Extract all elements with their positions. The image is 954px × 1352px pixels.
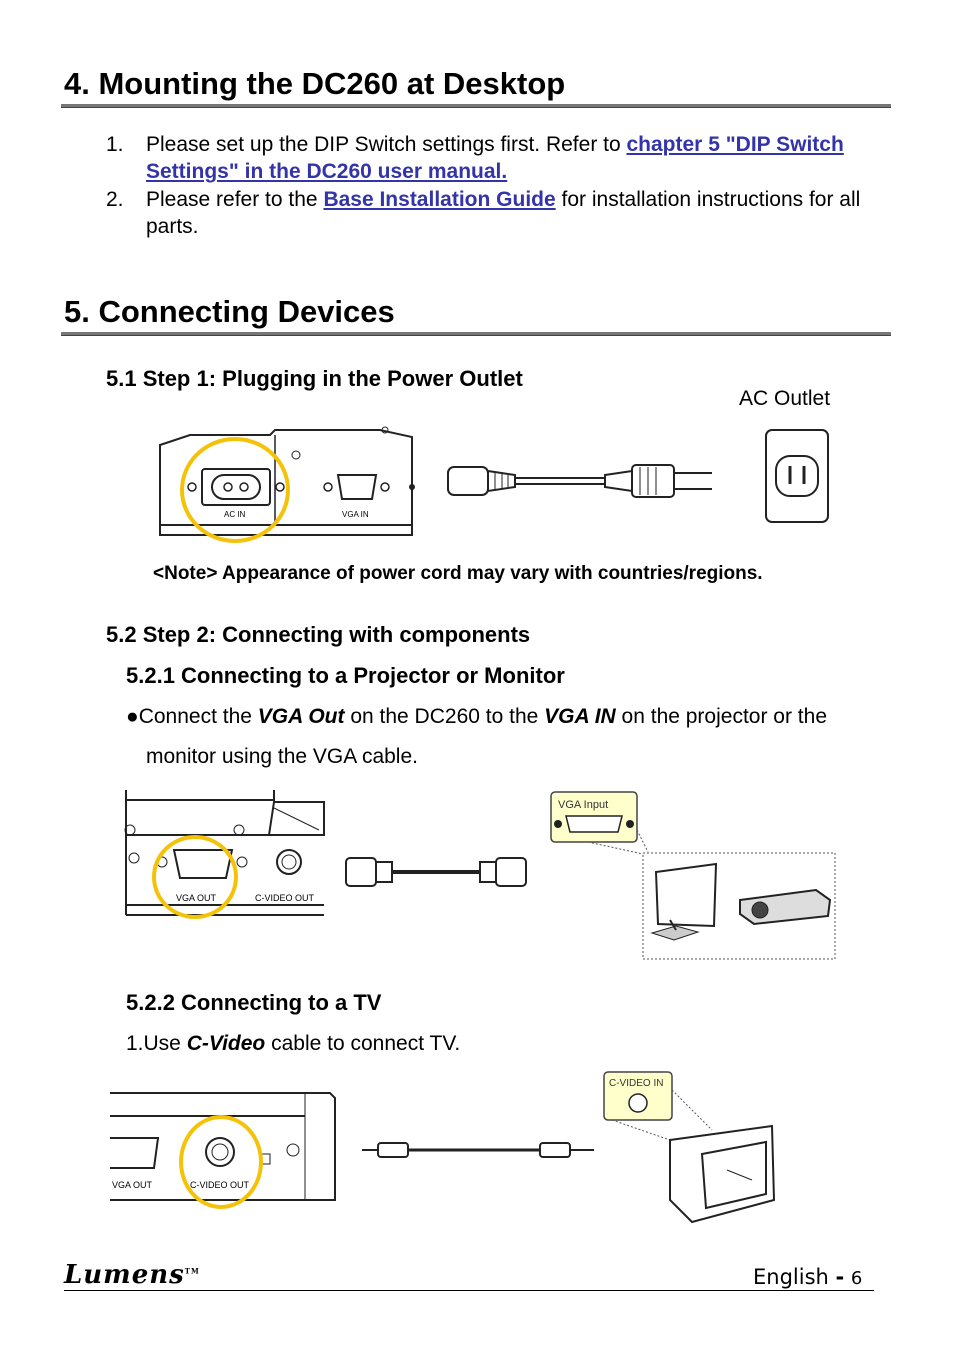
power-cord-figure xyxy=(447,464,712,498)
list-item-text: for installation instructions for all pa… xyxy=(146,188,861,238)
vga-input-label: VGA Input xyxy=(558,799,608,811)
cvideo-cable-figure xyxy=(362,1142,594,1158)
dip-switch-link[interactable]: chapter 5 "DIP Switch Settings" in the D… xyxy=(146,133,844,183)
cvideo-in-label: C-VIDEO IN xyxy=(609,1078,663,1089)
footer-language: English xyxy=(753,1265,829,1289)
vga-bullet: ●Connect the VGA Out on the DC260 to the… xyxy=(126,705,827,729)
tv-instruction-text: cable to connect TV. xyxy=(265,1032,461,1055)
tv-instruction-text: Use xyxy=(143,1032,187,1055)
footer-rule xyxy=(64,1290,874,1291)
footer-page-indicator: English - 6 xyxy=(753,1265,862,1289)
ac-outlet-label: AC Outlet xyxy=(739,387,831,410)
trademark: TM xyxy=(184,1266,200,1276)
vga-in-port-label: VGA IN xyxy=(342,510,369,519)
ac-outlet-icon xyxy=(765,429,829,523)
highlight-circle xyxy=(180,437,290,543)
vga-input-callout: VGA Input xyxy=(550,791,836,960)
highlight-circle xyxy=(152,835,238,919)
subsection-5-2-1-title: 5.2.1 Connecting to a Projector or Monit… xyxy=(126,663,565,688)
subsection-5-2-title: 5.2 Step 2: Connecting with components xyxy=(106,622,531,647)
lumens-logo: LumensTM xyxy=(64,1260,200,1290)
list-item-1: Please set up the DIP Switch settings fi… xyxy=(146,131,896,185)
vga-in-emphasis: VGA IN xyxy=(544,705,616,728)
list-item-text: Please refer to the xyxy=(146,188,324,211)
highlight-circle xyxy=(179,1115,263,1209)
vga-cable-figure xyxy=(345,857,527,887)
list-item-number: 2. xyxy=(106,188,124,211)
vga-bullet-line-2: monitor using the VGA cable. xyxy=(146,745,418,768)
base-installation-guide-link[interactable]: Base Installation Guide xyxy=(323,188,556,211)
bullet-text: on the DC260 to the xyxy=(344,705,545,728)
section-4-rule xyxy=(61,104,891,108)
power-cord-note: <Note> Appearance of power cord may vary… xyxy=(153,563,763,584)
list-item-text: Please set up the DIP Switch settings fi… xyxy=(146,133,627,156)
vga-out-emphasis: VGA Out xyxy=(257,705,345,728)
footer-separator: - xyxy=(835,1265,845,1289)
section-5-rule xyxy=(61,332,891,336)
list-item-number: 1. xyxy=(106,133,124,156)
vga-out-port-label: VGA OUT xyxy=(112,1180,153,1190)
cvideo-out-port-label: C-VIDEO OUT xyxy=(255,893,315,903)
logo-text: Lumens xyxy=(64,1260,185,1290)
subsection-5-1-title: 5.1 Step 1: Plugging in the Power Outlet xyxy=(106,366,523,391)
bullet-dot: ● xyxy=(126,705,139,728)
bullet-text: on the projector or the xyxy=(615,705,827,728)
c-video-emphasis: C-Video xyxy=(186,1032,266,1055)
list-item-2: Please refer to the Base Installation Gu… xyxy=(146,186,896,240)
page-number: 6 xyxy=(850,1268,863,1289)
bullet-text: Connect the xyxy=(138,705,258,728)
section-4-title: 4. Mounting the DC260 at Desktop xyxy=(64,66,566,101)
tv-instruction: 1.Use C-Video cable to connect TV. xyxy=(126,1032,460,1056)
subsection-5-2-2-title: 5.2.2 Connecting to a TV xyxy=(126,990,382,1015)
tv-instruction-number: 1. xyxy=(126,1032,144,1055)
cvideo-input-callout: C-VIDEO IN xyxy=(603,1071,776,1224)
section-5-title: 5. Connecting Devices xyxy=(64,294,395,329)
